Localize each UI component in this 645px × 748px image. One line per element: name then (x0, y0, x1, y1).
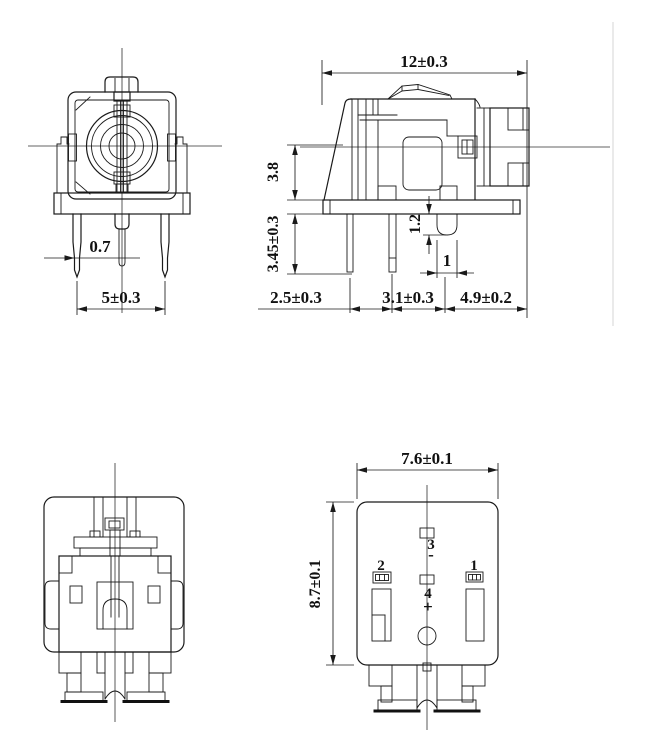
pin4-label: 4 (424, 586, 432, 602)
dim-lead-spacing: 5±0.3 (101, 288, 140, 307)
led-lead (118, 228, 126, 267)
pin2-label: 2 (377, 558, 385, 574)
bottom-view-dimensions: 7.6±0.1 8.7±0.1 (307, 449, 499, 666)
pin4-pad (419, 574, 435, 585)
side-base-plate (322, 199, 521, 215)
side-view-body (322, 84, 530, 273)
led-body (402, 136, 443, 191)
pin3-label: 3 (427, 537, 435, 553)
button-center (108, 132, 136, 160)
left-lead (72, 213, 82, 279)
back-view-body (43, 496, 185, 703)
pin1-pad (465, 571, 484, 583)
pin3-pad (419, 527, 435, 539)
led-lead-collar (114, 213, 130, 230)
dim-pitch-b: 3.1±0.3 (382, 288, 434, 307)
dim-overall-width: 12±0.3 (400, 52, 448, 71)
back-center-block (96, 581, 134, 630)
dim-height-above-base: 3.8 (265, 162, 282, 182)
dim-led-tip-width: 1 (443, 251, 452, 270)
bottom-housing (356, 501, 499, 666)
pin1-slot (465, 588, 485, 642)
pin2-pad (372, 571, 392, 584)
led-dome (436, 213, 458, 236)
alignment-hole (417, 626, 437, 646)
bottom-view-pin-labels: 3 - 2 1 4 + (377, 537, 478, 616)
side-lead-2 (388, 213, 397, 273)
front-view-body (53, 76, 191, 279)
dim-lead-length: 3.45±0.3 (265, 216, 282, 273)
side-lead-1 (346, 213, 354, 273)
dim-pitch-c: 4.9±0.2 (460, 288, 512, 307)
dim-bottom-depth: 8.7±0.1 (307, 560, 324, 609)
dim-led-tip-height: 1.2 (407, 214, 424, 234)
side-view-dimensions: 12±0.3 3.8 3.45±0.3 1.2 (258, 52, 528, 318)
bottom-view: 3 - 2 1 4 + 7.6±0.1 8.7±0.1 (307, 449, 499, 730)
button-outer-ring (85, 109, 159, 183)
dim-pitch-a: 2.5±0.3 (270, 288, 322, 307)
back-view (43, 463, 185, 722)
pin4-polarity-label: + (423, 597, 433, 616)
switch-body-outline (67, 91, 177, 200)
bottom-view-body (356, 501, 499, 713)
dim-lead-tip-width: 0.7 (89, 237, 111, 256)
back-inner-frame (58, 555, 172, 653)
front-view-dimensions: 0.7 5±0.3 (44, 237, 166, 315)
pin1-label: 1 (470, 558, 478, 574)
right-lead (160, 213, 170, 279)
pin3-polarity-label: - (428, 545, 434, 564)
contact-block (457, 135, 478, 159)
dim-bottom-width: 7.6±0.1 (401, 449, 453, 468)
front-view: 0.7 5±0.3 (28, 48, 222, 315)
side-view: 12±0.3 3.8 3.45±0.3 1.2 (258, 22, 614, 326)
